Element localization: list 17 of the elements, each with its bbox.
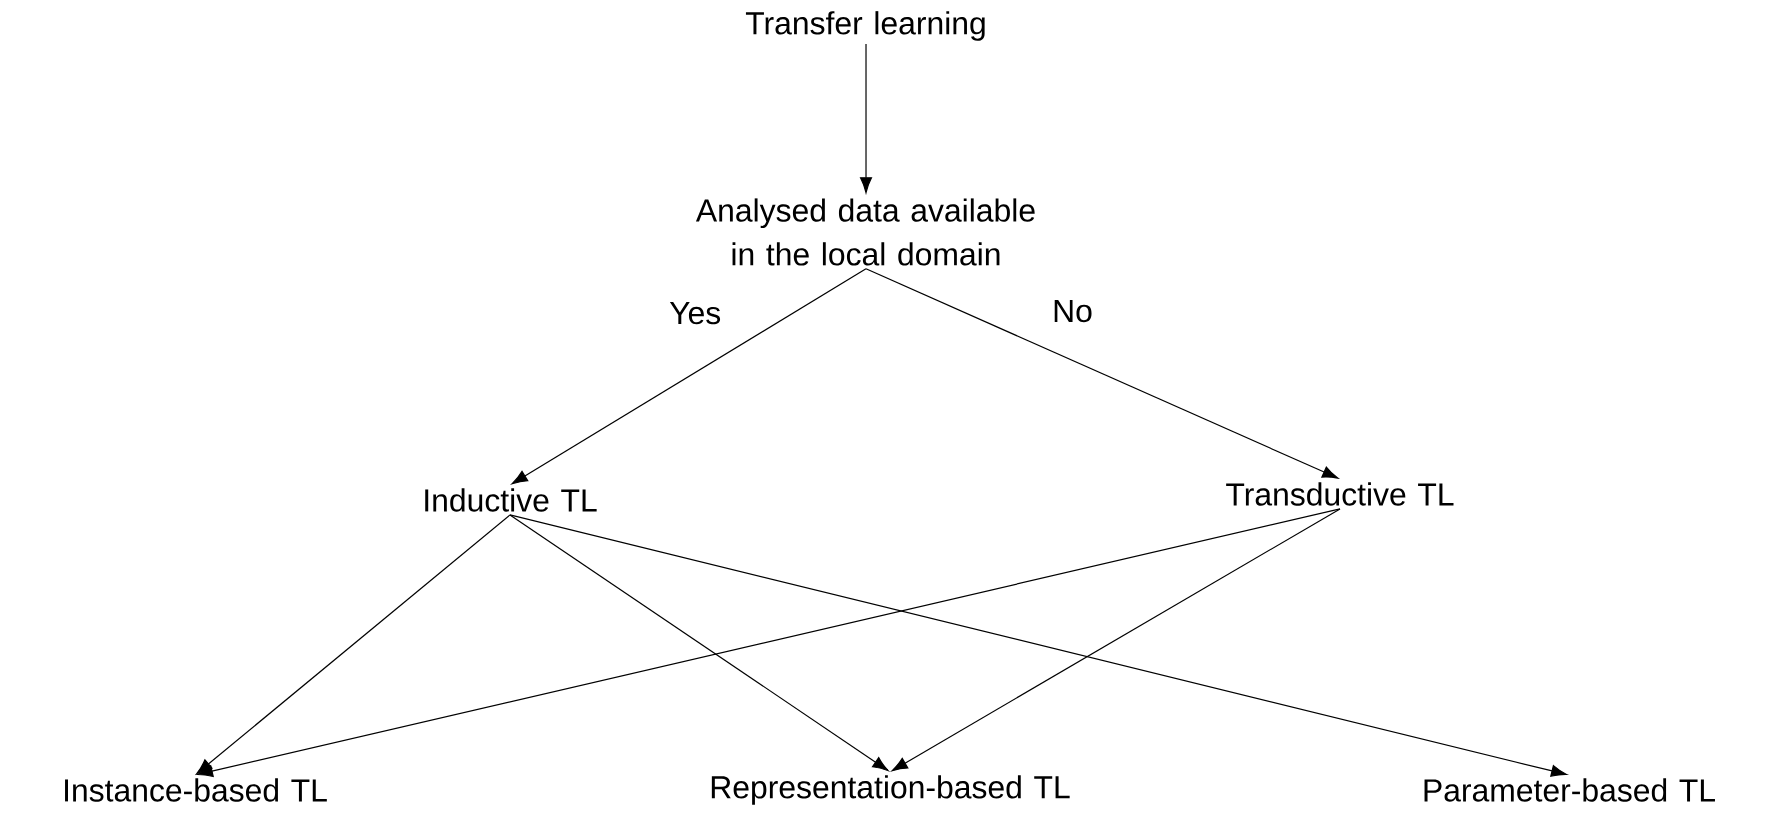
edge-label: No — [1054, 300, 1092, 323]
edge-label: Yes — [669, 302, 721, 325]
text-label: Transductive TL — [1226, 482, 1454, 506]
arrow — [865, 268, 1339, 479]
arrow — [196, 514, 511, 775]
text-label: Parameter-based TL — [1424, 778, 1715, 802]
text-label: Transfer learning — [745, 11, 985, 41]
text-label: Inductive TL — [425, 488, 597, 512]
arrow — [511, 268, 867, 485]
text-label: Analysed data available in the local domain — [695, 198, 1035, 266]
arrow — [859, 43, 873, 194]
text-label: Representation-based TL — [711, 775, 1070, 805]
text-label: Instance-based TL — [65, 778, 327, 802]
arrow — [891, 508, 1341, 772]
arrow — [196, 508, 1341, 778]
arrow — [509, 514, 889, 772]
arrow — [509, 514, 1568, 777]
